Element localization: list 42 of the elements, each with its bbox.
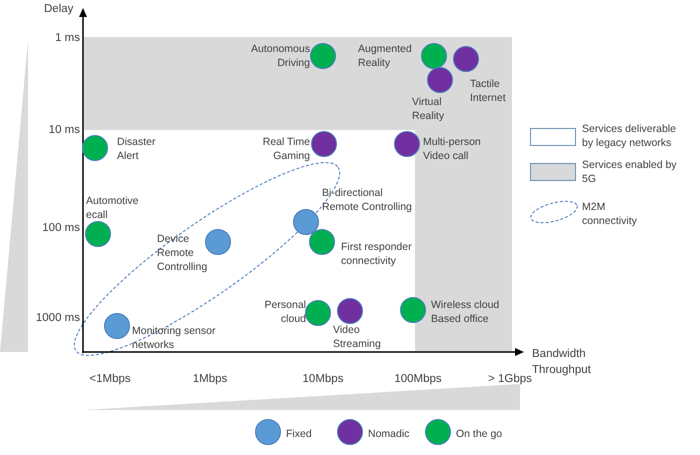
- circle-marker: [311, 131, 337, 157]
- axis-tick-label: <1Mbps: [88, 372, 132, 387]
- service-label: Tactile Internet: [470, 77, 507, 106]
- axis-tick-label: 10Mbps: [302, 372, 344, 387]
- circle-marker: [82, 135, 108, 161]
- service-label: First responder connectivity: [341, 240, 413, 268]
- axis-title: Delay: [44, 2, 74, 17]
- legend-label: Fixed: [286, 427, 313, 442]
- axis-tick-label: 10 ms: [48, 123, 80, 138]
- service-label: Disaster Alert: [117, 135, 157, 164]
- circle-marker: [337, 298, 363, 324]
- axis-tick-label: 1Mbps: [192, 372, 228, 387]
- circle-marker: [400, 297, 426, 323]
- axis-tick-label: > 1Gbps: [487, 372, 532, 387]
- axis-tick-label: 100Mbps: [393, 372, 443, 387]
- axis-tick-label: 1000 ms: [34, 311, 80, 326]
- service-label: Real Time Gaming: [262, 135, 310, 164]
- legend-label: Services enabled by 5G: [582, 158, 678, 186]
- service-label: Automotive ecall: [86, 194, 140, 222]
- service-label: Video Streaming: [333, 323, 382, 352]
- circle-marker: [85, 221, 111, 247]
- circle-marker: [104, 313, 130, 339]
- service-label: Virtual Reality: [412, 95, 446, 124]
- service-label: Autonomous Driving: [250, 42, 310, 70]
- circle-marker: [309, 229, 335, 255]
- legend-label: On the go: [456, 427, 504, 442]
- axis-title: Bandwidth Throughput: [532, 347, 592, 378]
- service-label: Bi-directional Remote Controlling: [322, 186, 413, 214]
- axis-tick-label: 100 ms: [41, 221, 80, 236]
- service-label: Multi-person Video call: [423, 135, 482, 164]
- circle-marker: [293, 209, 319, 235]
- service-label: Augmented Reality: [358, 42, 413, 70]
- legend-label: Nomadic: [368, 427, 410, 442]
- axis-tick-label: 1 ms: [54, 31, 80, 46]
- legend-label: Services deliverable by legacy networks: [582, 122, 677, 150]
- service-label: Personal cloud: [264, 298, 306, 326]
- circle-marker: [205, 229, 231, 255]
- circle-marker: [394, 131, 420, 157]
- legend-label: M2M connectivity: [582, 200, 638, 228]
- service-label: Wireless cloud Based office: [431, 298, 500, 326]
- circle-marker: [305, 300, 331, 326]
- service-label: Device Remote Controlling: [157, 232, 208, 275]
